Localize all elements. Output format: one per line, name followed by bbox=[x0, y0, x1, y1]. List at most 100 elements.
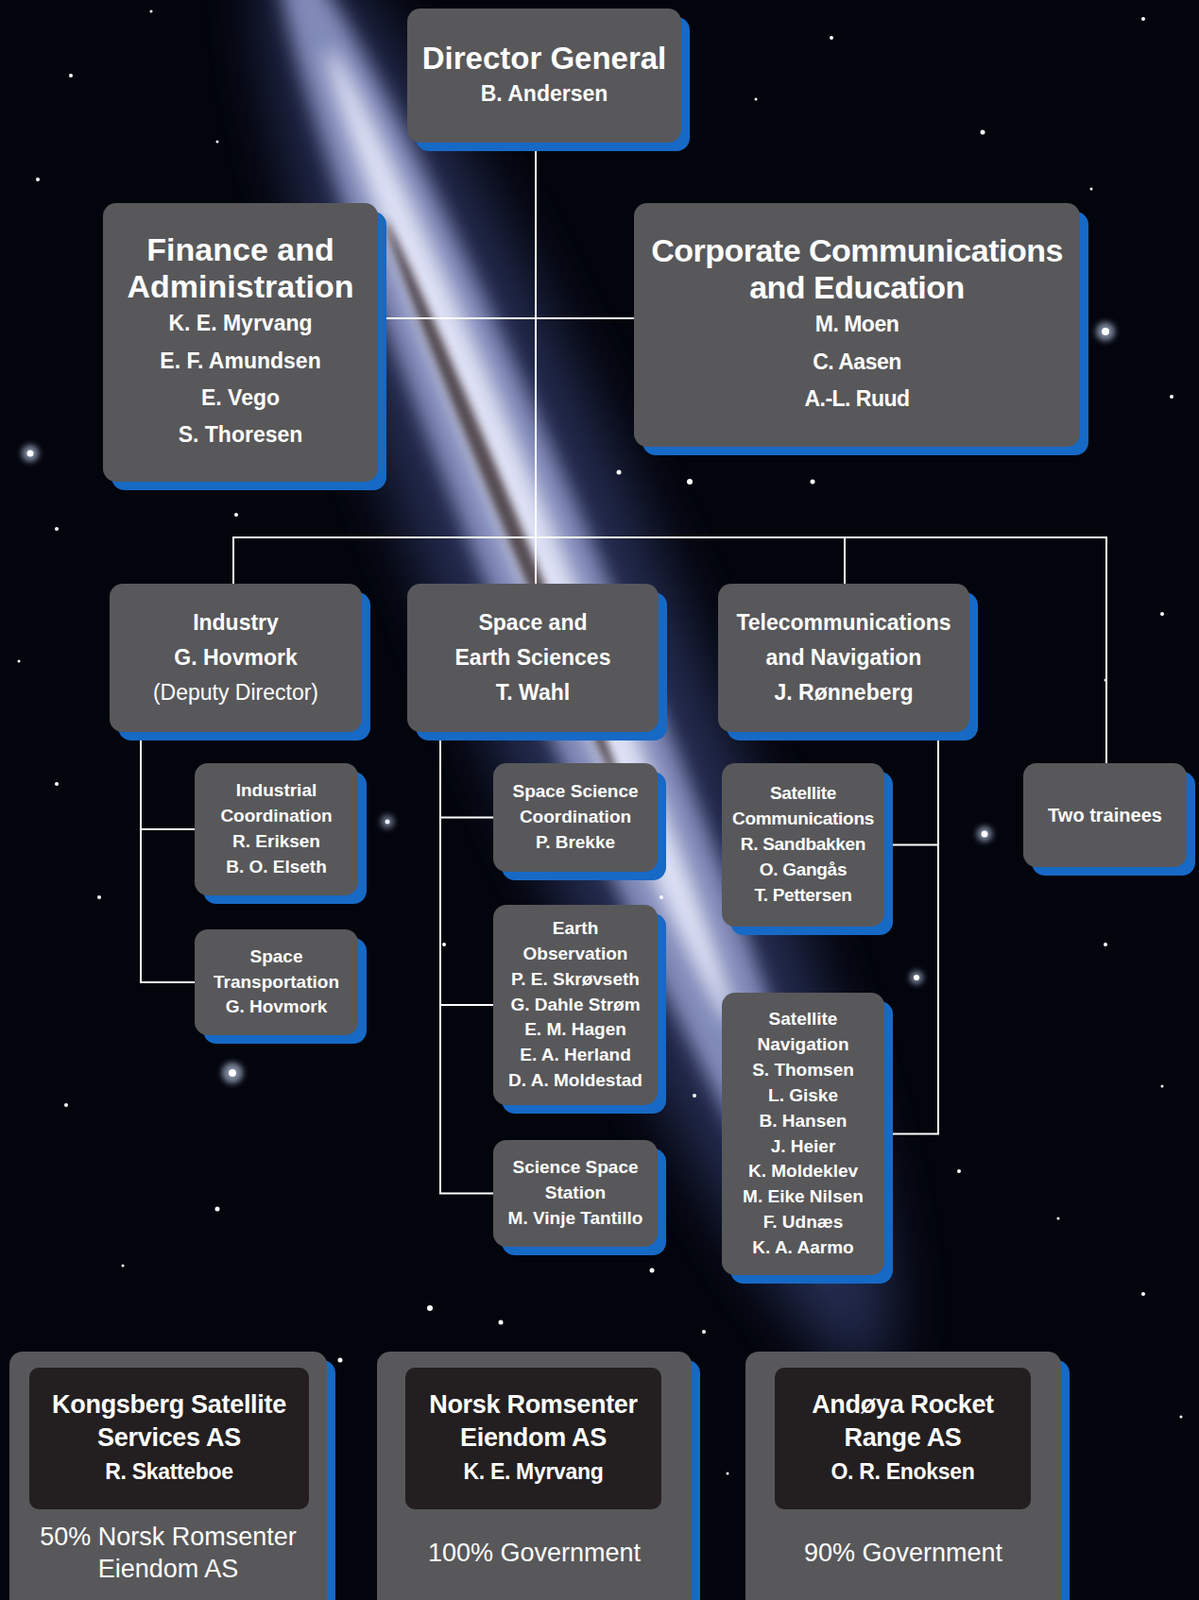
person-name: P. Brekke bbox=[535, 830, 616, 857]
star bbox=[686, 479, 693, 485]
person-name: S. Thomsen bbox=[752, 1058, 855, 1084]
star-glow bbox=[976, 826, 993, 842]
person-name: O. R. Enoksen bbox=[830, 1455, 975, 1491]
org-unit-box: Two trainees bbox=[1023, 763, 1187, 868]
star-glow bbox=[222, 1062, 243, 1084]
person-name: D. A. Moldestad bbox=[508, 1068, 643, 1095]
org-unit-box: Satellite CommunicationsR. SandbakkenO. … bbox=[721, 763, 885, 927]
person-name: E. M. Hagen bbox=[524, 1017, 627, 1044]
star bbox=[1101, 327, 1110, 336]
unit-title: Norsk Romsenter Eiendom AS bbox=[412, 1388, 654, 1456]
person-name: G. Hovmork bbox=[225, 994, 328, 1021]
star bbox=[1141, 1292, 1146, 1297]
person-name: M. Vinje Tantillo bbox=[508, 1206, 644, 1233]
org-unit-box: Science Space StationM. Vinje Tantillo bbox=[493, 1140, 658, 1248]
star bbox=[498, 1320, 504, 1326]
org-unit-box: Space and Earth SciencesT. Wahl bbox=[407, 583, 659, 733]
person-name: P. E. Skrøvseth bbox=[511, 967, 640, 994]
person-name: E. F. Amundsen bbox=[159, 342, 321, 380]
org-unit-box: Space TransportationG. Hovmork bbox=[194, 929, 359, 1036]
person-name: B. Hansen bbox=[759, 1109, 848, 1135]
org-unit-box: Industrial CoordinationR. EriksenB. O. E… bbox=[194, 763, 359, 896]
org-unit-box: Corporate Communications and EducationM.… bbox=[633, 203, 1080, 447]
connector-line bbox=[884, 732, 939, 846]
star bbox=[150, 10, 154, 14]
star bbox=[442, 942, 446, 947]
star bbox=[1090, 188, 1094, 191]
connector-line bbox=[140, 732, 195, 830]
star bbox=[97, 895, 102, 900]
person-name: L. Giske bbox=[768, 1083, 839, 1110]
person-name: T. Wahl bbox=[496, 675, 570, 711]
person-name: J. Heier bbox=[770, 1134, 837, 1161]
company-panel: 50% Norsk Romsenter Eiendom ASKongsberg … bbox=[9, 1352, 327, 1600]
star bbox=[1180, 1416, 1183, 1420]
star bbox=[17, 660, 21, 664]
star-glow bbox=[380, 815, 394, 829]
star bbox=[64, 1103, 69, 1108]
unit-title: Andøya Rocket Range AS bbox=[782, 1388, 1024, 1456]
connector-line bbox=[377, 142, 536, 319]
star bbox=[650, 1268, 655, 1274]
person-name: S. Thoresen bbox=[178, 416, 304, 454]
unit-title: Science Space Station bbox=[500, 1155, 651, 1207]
person-name: E. Vego bbox=[201, 379, 280, 417]
unit-title: Satellite Navigation bbox=[729, 1007, 877, 1059]
person-name: G. Hovmork bbox=[173, 640, 297, 676]
star bbox=[829, 35, 834, 40]
star bbox=[1057, 1217, 1061, 1221]
star bbox=[981, 831, 989, 839]
unit-title: Satellite Communications bbox=[729, 781, 877, 833]
connector-line bbox=[140, 732, 195, 983]
person-name: B. O. Elseth bbox=[225, 855, 327, 881]
star bbox=[754, 98, 758, 102]
connector-line bbox=[884, 732, 939, 1135]
person-name: B. Andersen bbox=[480, 76, 609, 112]
company-panel: 90% GovernmentAndøya Rocket Range ASO. R… bbox=[745, 1352, 1062, 1600]
unit-title: Space Science Coordination bbox=[500, 779, 651, 831]
star-glow bbox=[1096, 322, 1115, 342]
connector-line bbox=[440, 732, 494, 1006]
unit-title: Finance and Administration bbox=[110, 231, 371, 306]
unit-title: Director General bbox=[422, 39, 668, 78]
person-name: F. Udnæs bbox=[763, 1210, 843, 1236]
person-name: C. Aasen bbox=[812, 343, 902, 381]
star-glow bbox=[909, 971, 924, 985]
org-unit-box: Satellite NavigationS. ThomsenL. GiskeB.… bbox=[721, 993, 885, 1276]
org-unit-box: Finance and AdministrationK. E. MyrvangE… bbox=[102, 203, 378, 482]
star bbox=[980, 130, 986, 136]
connector-line bbox=[440, 732, 494, 1195]
unit-title: Industry bbox=[192, 605, 279, 641]
unit-title: Industrial Coordination bbox=[202, 778, 351, 830]
star bbox=[27, 450, 35, 458]
star bbox=[35, 177, 40, 182]
org-unit-box: Earth ObservationP. E. SkrøvsethG. Dahle… bbox=[493, 905, 658, 1106]
unit-title: Space Transportation bbox=[202, 944, 351, 996]
star bbox=[957, 1169, 961, 1174]
person-name: O. Gangås bbox=[759, 857, 847, 884]
star bbox=[810, 479, 816, 485]
star bbox=[616, 470, 622, 476]
star bbox=[1161, 1085, 1165, 1089]
connector-line bbox=[535, 142, 634, 319]
star bbox=[228, 1069, 237, 1078]
company-box: Kongsberg Satellite Services ASR. Skatte… bbox=[29, 1368, 309, 1510]
stars bbox=[17, 10, 1183, 1476]
ownership-note: 50% Norsk Romsenter Eiendom AS bbox=[15, 1510, 322, 1598]
person-name: E. A. Herland bbox=[519, 1043, 632, 1069]
star bbox=[54, 527, 59, 531]
company-box: Norsk Romsenter Eiendom ASK. E. Myrvang bbox=[405, 1368, 662, 1510]
unit-title: Kongsberg Satellite Services AS bbox=[36, 1388, 302, 1456]
star-glow bbox=[21, 445, 39, 463]
connector-line bbox=[440, 732, 494, 819]
star bbox=[216, 140, 220, 144]
person-name: K. Moldeklev bbox=[748, 1159, 858, 1185]
star bbox=[215, 1207, 221, 1213]
person-name: G. Dahle Strøm bbox=[510, 993, 640, 1019]
unit-title: Corporate Communications and Education bbox=[641, 232, 1073, 307]
star bbox=[121, 1265, 125, 1268]
org-unit-box: Space Science CoordinationP. Brekke bbox=[493, 763, 658, 873]
company-box: Andøya Rocket Range ASO. R. Enoksen bbox=[774, 1368, 1031, 1510]
company-panel: 100% GovernmentNorsk Romsenter Eiendom A… bbox=[376, 1352, 692, 1600]
star bbox=[1103, 942, 1108, 947]
